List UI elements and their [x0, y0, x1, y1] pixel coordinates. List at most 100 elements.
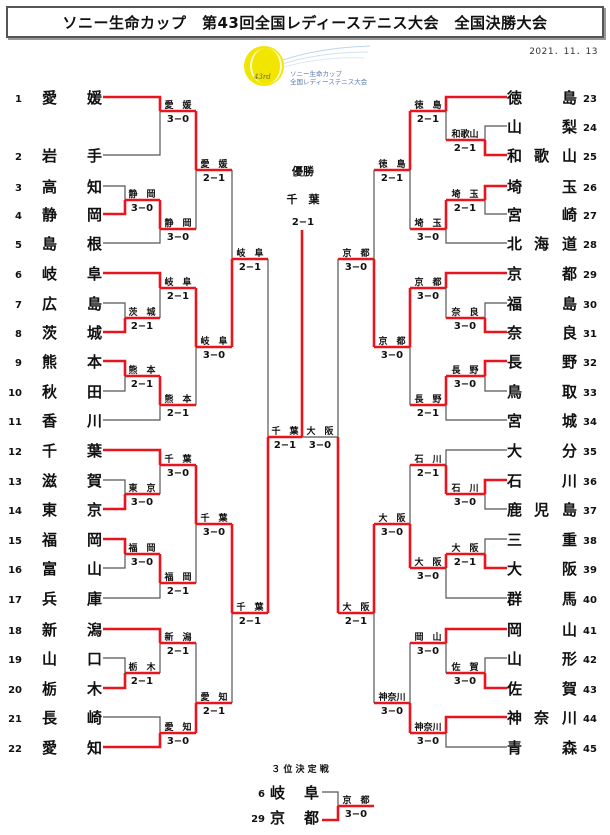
match-score: 2−1	[417, 408, 439, 419]
match-score: 3−0	[167, 468, 189, 479]
entry-number: 15	[8, 536, 22, 547]
entry-name-last: 城	[87, 324, 102, 342]
match-score: 2−1	[417, 468, 439, 479]
entry-name-last: 馬	[562, 590, 577, 608]
bracket-line	[444, 271, 507, 288]
entry-name-middle: 奈	[533, 709, 550, 727]
entry-name-first: 山	[507, 650, 522, 668]
match-winner-label: 大 阪	[414, 556, 442, 568]
bracket-line	[483, 318, 507, 334]
entry-number: 43	[583, 685, 597, 696]
logo-text: ソニー生命カップ 全国レディーステニス大会	[290, 70, 367, 86]
bracket-line	[103, 405, 161, 421]
entry-number: 31	[583, 329, 597, 340]
match-score: 2−1	[454, 557, 476, 568]
bracket-line	[322, 806, 340, 822]
match-score: 3−0	[454, 321, 476, 332]
champion-label: 優勝	[291, 164, 315, 178]
match-winner-label: 京 都	[342, 794, 369, 806]
match-winner-label: 大 阪	[342, 601, 370, 613]
match-score: 2−1	[417, 114, 439, 125]
entry-name-last: 崎	[87, 709, 102, 727]
match-winner-label: 栃 木	[128, 661, 156, 673]
third-place-label: ３ 位 決 定 戦	[271, 763, 330, 775]
match-score: 2−1	[454, 203, 476, 214]
match-winner-label: 福 岡	[127, 542, 155, 554]
entry-number: 27	[583, 211, 597, 222]
entry-number: 45	[583, 744, 597, 755]
match-winner-label: 奈 良	[450, 306, 478, 318]
entry-name-last: 庫	[87, 590, 102, 608]
entry-name-last: 崎	[562, 206, 577, 224]
champion-name: 千 葉	[287, 192, 321, 206]
bracket-line	[484, 657, 507, 673]
match-winner-label: 千 葉	[271, 425, 299, 437]
entry-name-last: 森	[562, 739, 578, 757]
entry-number: 38	[583, 536, 597, 547]
entry-name-first: 鹿	[507, 501, 522, 519]
bracket-line	[103, 229, 161, 244]
match-score: 2−1	[239, 262, 261, 273]
entry-name-first: 山	[42, 650, 57, 668]
entry-name-first: 宮	[507, 206, 522, 224]
match-score: 2−1	[131, 321, 153, 332]
entry-name-first: 愛	[42, 89, 57, 107]
match-score: 3−0	[454, 379, 476, 390]
entry-name-first: 奈	[506, 324, 523, 342]
bracket-line	[322, 791, 339, 806]
entry-name-middle: 児	[533, 501, 549, 519]
match-winner-label: 茨 城	[128, 306, 155, 318]
bracket-line	[103, 302, 126, 318]
match-score: 3−0	[454, 497, 476, 508]
entry-name-first: 滋	[42, 472, 57, 490]
entry-name-first: 岡	[507, 621, 522, 639]
match-score: 2−1	[167, 646, 189, 657]
entry-name-last: 媛	[86, 89, 103, 107]
bracket-line	[103, 95, 162, 111]
entry-name-first: 新	[42, 621, 57, 639]
bracket-line	[484, 376, 507, 392]
bracket-line	[483, 673, 507, 690]
match-winner-label: 熊 本	[128, 364, 156, 376]
entry-number: 20	[8, 685, 22, 696]
entry-name-first: 鳥	[507, 383, 522, 401]
bracket-line	[103, 627, 162, 643]
match-winner-label: 埼 玉	[451, 188, 478, 200]
entry-name-last: 阜	[87, 265, 102, 283]
entry-name-first: 青	[507, 739, 522, 757]
match-winner-label: 佐 賀	[450, 661, 478, 673]
entry-name-first: 島	[42, 235, 57, 253]
entry-number: 39	[583, 565, 597, 576]
entry-number: 1	[15, 94, 22, 105]
match-winner-label: 愛 知	[200, 691, 227, 703]
match-score: 3−0	[417, 736, 439, 747]
entry-name-first: 東	[42, 501, 57, 519]
bracket-line	[103, 716, 161, 733]
bracket-line	[483, 140, 507, 157]
entry-name-middle: 海	[534, 235, 549, 253]
entry-name-first: 北	[507, 235, 522, 253]
entry-number: 41	[583, 626, 597, 637]
match-winner-label: 徳 島	[413, 99, 441, 111]
entry-number: 19	[8, 655, 22, 666]
match-score: 3−0	[417, 571, 439, 582]
match-winner-label: 岐 阜	[200, 335, 227, 347]
entry-number: 9	[15, 358, 22, 369]
entry-name-last: 手	[87, 147, 102, 165]
entry-name-first: 佐	[506, 680, 522, 698]
match-winner-label: 福 岡	[163, 571, 191, 583]
entry-number: 14	[8, 506, 22, 517]
entry-name-first: 京	[507, 265, 522, 283]
entry-name-last: 城	[562, 412, 577, 430]
match-score: 2−1	[167, 291, 189, 302]
entry-name-first: 福	[506, 295, 522, 313]
match-winner-label: 京 都	[342, 247, 369, 259]
entry-name-first: 長	[42, 709, 58, 727]
entry-number: 36	[583, 477, 597, 488]
entry-number: 22	[8, 744, 22, 755]
entry-name-last: 岡	[87, 206, 102, 224]
entry-name-last: 梨	[561, 118, 577, 136]
entry-name-first: 山	[507, 118, 522, 136]
entry-number: 3	[15, 183, 22, 194]
bracket-line	[483, 359, 507, 376]
